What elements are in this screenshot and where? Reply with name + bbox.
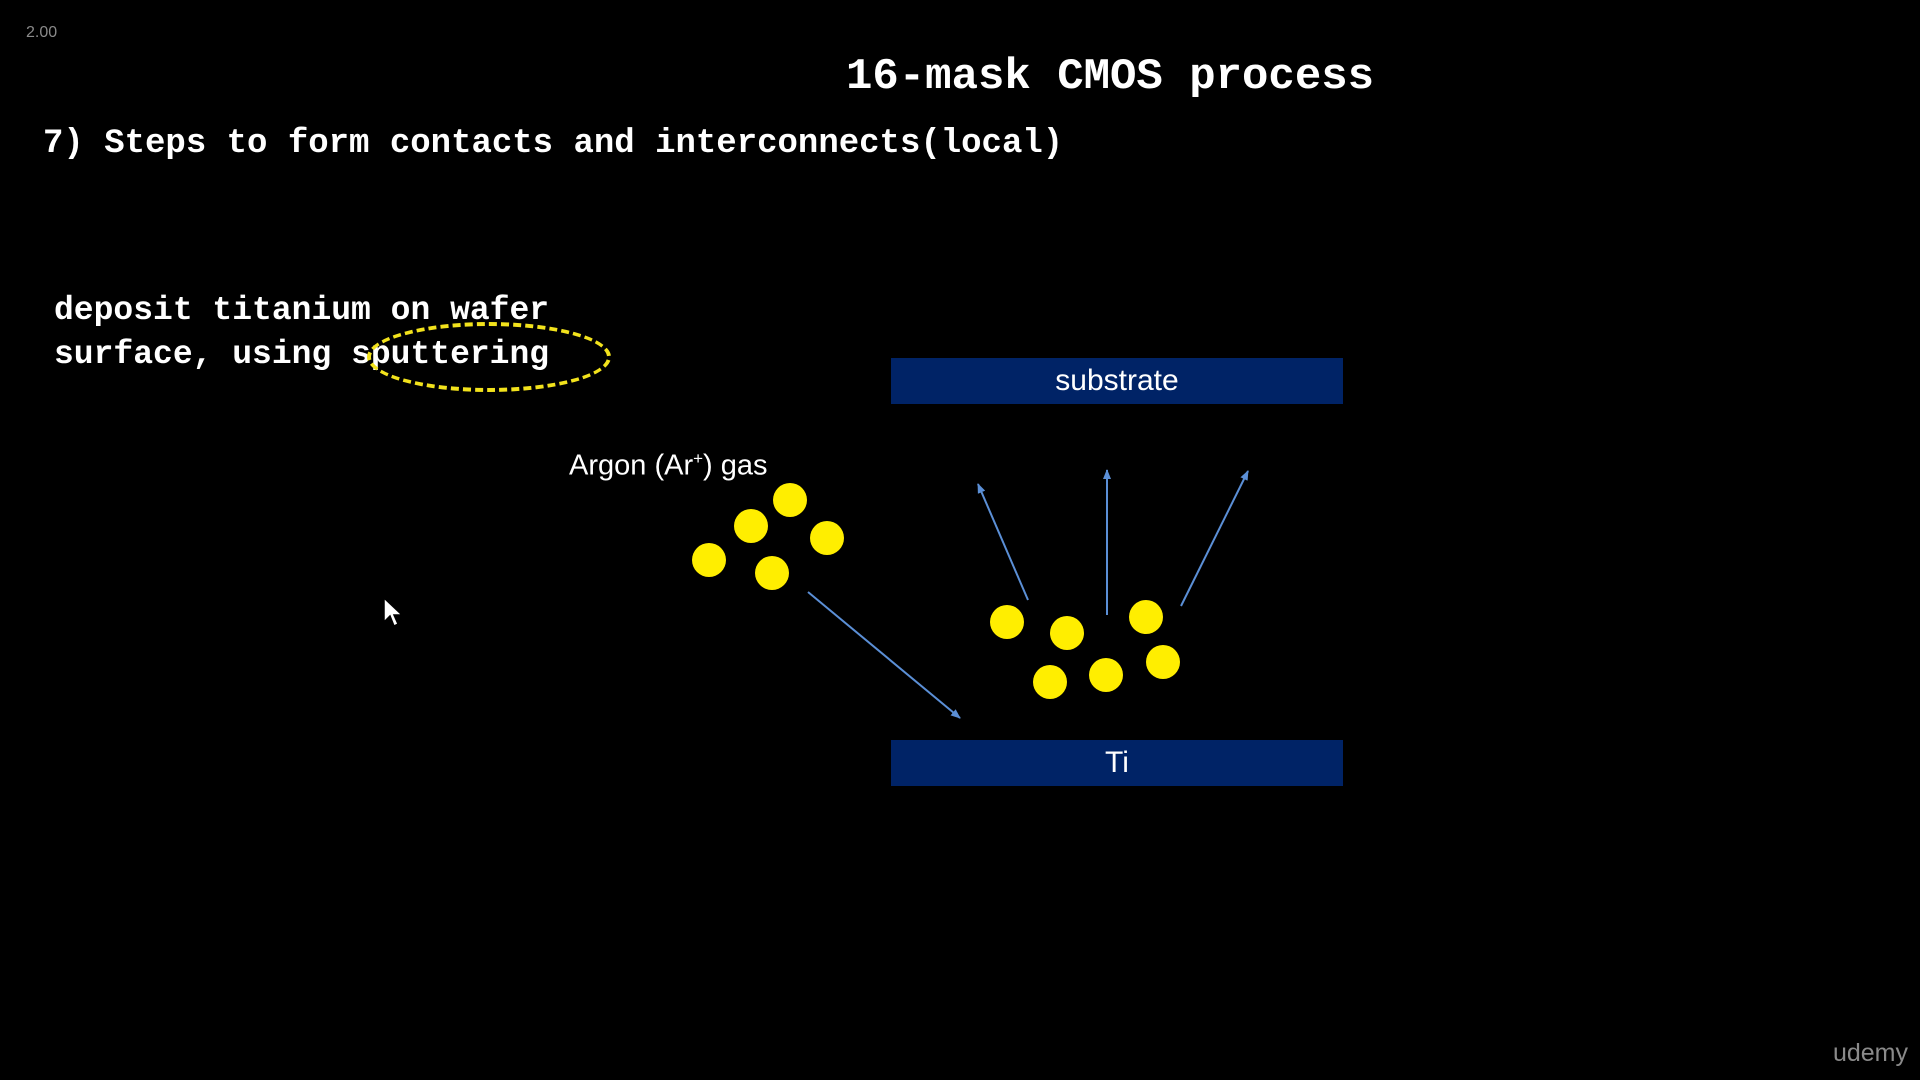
motion-arrows bbox=[807, 469, 1249, 719]
argon-particle bbox=[692, 543, 726, 577]
udemy-watermark: udemy bbox=[1832, 1039, 1908, 1067]
argon-particle bbox=[755, 556, 789, 590]
sputtering-highlight-ellipse bbox=[367, 322, 611, 392]
titanium-particles bbox=[990, 600, 1180, 699]
argon-particles bbox=[692, 483, 844, 590]
titanium-particle bbox=[1129, 600, 1163, 634]
substrate-plate: substrate bbox=[891, 358, 1343, 404]
argon-gas-label: Argon (Ar+) gas bbox=[569, 449, 768, 483]
description-prefix: surface, using bbox=[54, 336, 352, 373]
argon-particle bbox=[773, 483, 807, 517]
ion-impact-arrow bbox=[807, 591, 961, 719]
ejected-atom-arrow-left bbox=[977, 483, 1029, 601]
gas-label-charge: + bbox=[693, 449, 704, 468]
playback-speed[interactable]: 2.00 bbox=[26, 24, 58, 41]
slide-subtitle: 7) Steps to form contacts and interconne… bbox=[43, 125, 1064, 163]
slide-title: 16-mask CMOS process bbox=[845, 52, 1375, 102]
titanium-particle bbox=[1146, 645, 1180, 679]
titanium-label: Ti bbox=[1105, 746, 1129, 779]
titanium-particle bbox=[1089, 658, 1123, 692]
gas-label-prefix: Argon (Ar bbox=[569, 449, 694, 482]
ejected-atom-arrow-right bbox=[1180, 470, 1249, 607]
mouse-cursor-icon bbox=[382, 596, 404, 633]
argon-particle bbox=[810, 521, 844, 555]
titanium-particle bbox=[1050, 616, 1084, 650]
substrate-label: substrate bbox=[1055, 364, 1179, 397]
argon-particle bbox=[734, 509, 768, 543]
titanium-particle bbox=[1033, 665, 1067, 699]
titanium-particle bbox=[990, 605, 1024, 639]
gas-label-suffix: ) gas bbox=[703, 449, 768, 482]
titanium-target-plate: Ti bbox=[891, 740, 1343, 786]
